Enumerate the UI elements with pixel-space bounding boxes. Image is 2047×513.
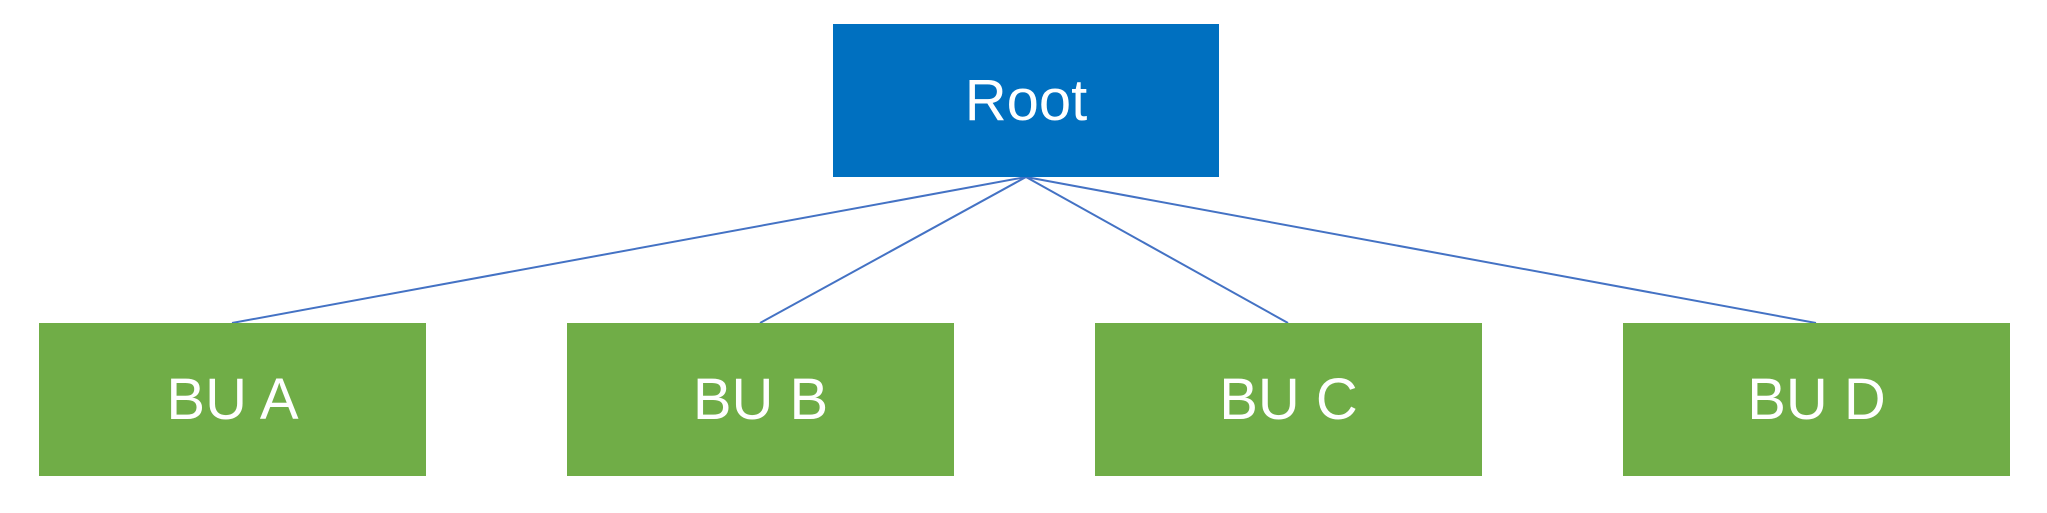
bu-d-node-label: BU D: [1747, 367, 1886, 432]
connector-root-to-bu-a: [231, 176, 1027, 324]
bu-a-node: BU A: [39, 323, 426, 476]
bu-c-node: BU C: [1095, 323, 1482, 476]
bu-b-node: BU B: [567, 323, 954, 476]
connector-root-to-bu-b: [759, 176, 1027, 324]
bu-d-node: BU D: [1623, 323, 2010, 476]
connector-root-to-bu-d: [1025, 176, 1817, 324]
bu-c-node-label: BU C: [1219, 367, 1358, 432]
root-node-label: Root: [964, 68, 1088, 133]
bu-b-node-label: BU B: [692, 367, 829, 432]
connector-root-to-bu-c: [1025, 176, 1289, 324]
bu-a-node-label: BU A: [166, 367, 299, 432]
root-node: Root: [833, 24, 1219, 177]
